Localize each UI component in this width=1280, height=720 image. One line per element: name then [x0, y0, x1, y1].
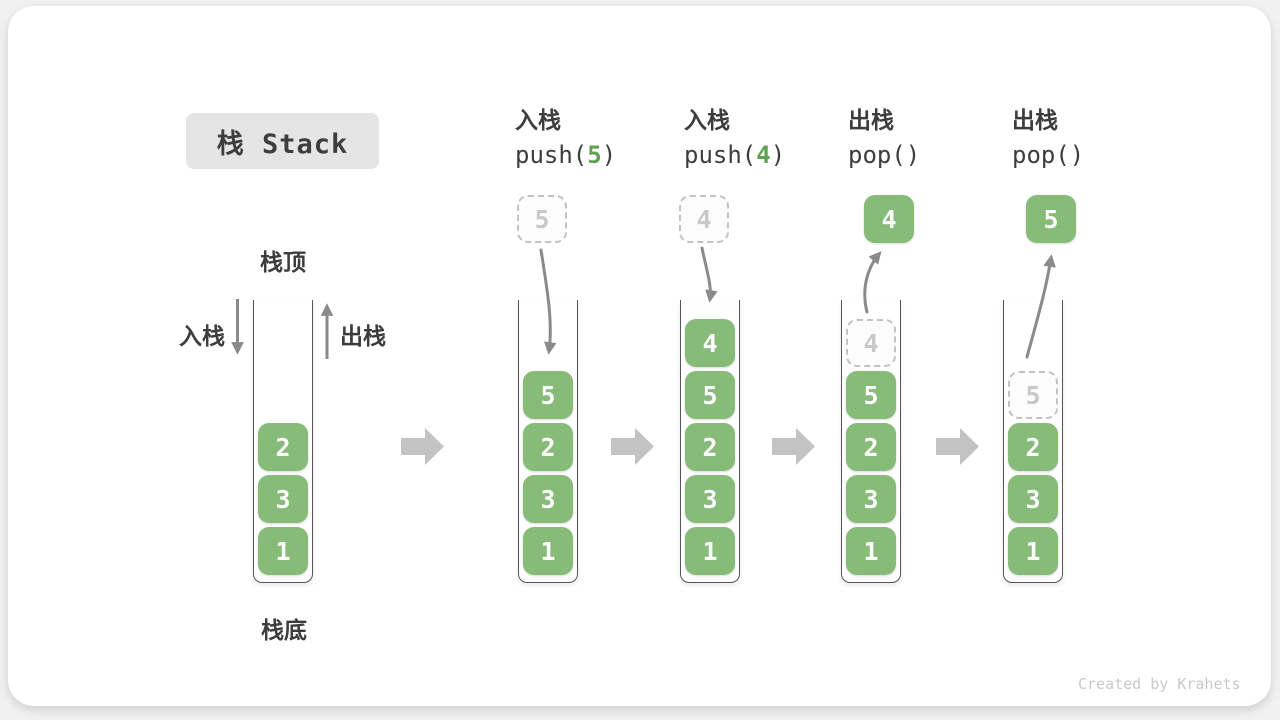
stack-element-1: 1	[685, 527, 735, 575]
operation-label: 出栈	[848, 107, 894, 133]
stack-element-2: 2	[523, 423, 573, 471]
stack-element-2: 2	[258, 423, 308, 471]
operation-code: pop()	[1012, 140, 1084, 170]
operation-code: pop()	[848, 140, 920, 170]
code-arg: 4	[756, 141, 771, 169]
stack-element-5: 5	[523, 371, 573, 419]
popped-element-5: 5	[1026, 195, 1076, 243]
incoming-element-5: 5	[517, 195, 567, 243]
watermark: Created by Krahets	[1078, 675, 1241, 693]
stack-element-2: 2	[685, 423, 735, 471]
stack-element-3: 3	[685, 475, 735, 523]
code-arg: 5	[587, 141, 602, 169]
stack-element-5: 5	[846, 371, 896, 419]
operation-label: 入栈	[684, 107, 730, 133]
column-header-push-4: 入栈 push(4)	[684, 106, 785, 170]
stack-element-3: 3	[1008, 475, 1058, 523]
operation-code: push(5)	[515, 140, 616, 170]
code-pre: pop(	[848, 141, 906, 169]
stack-element-1: 1	[523, 527, 573, 575]
incoming-element-4: 4	[679, 195, 729, 243]
stack-bottom-label: 栈底	[261, 617, 307, 643]
column-header-pop-5: 出栈 pop()	[1012, 106, 1084, 170]
stack-top-label: 栈顶	[260, 249, 306, 275]
stack-element-1: 1	[846, 527, 896, 575]
popped-element-4: 4	[864, 195, 914, 243]
stack-element-1: 1	[258, 527, 308, 575]
stack-element-4: 4	[685, 319, 735, 367]
operation-label: 出栈	[1012, 107, 1058, 133]
code-post: )	[905, 141, 921, 169]
code-pre: pop(	[1012, 141, 1070, 169]
title-badge: 栈 Stack	[186, 113, 379, 169]
operation-label: 入栈	[515, 107, 561, 133]
push-direction-label: 入栈	[179, 323, 225, 349]
title-text: 栈 Stack	[216, 128, 349, 160]
column-header-pop-4: 出栈 pop()	[848, 106, 920, 170]
code-post: )	[770, 141, 786, 169]
code-pre: push(	[515, 141, 588, 169]
code-pre: push(	[684, 141, 757, 169]
code-post: )	[601, 141, 617, 169]
code-post: )	[1069, 141, 1085, 169]
pop-direction-label: 出栈	[340, 323, 386, 349]
stack-element-3: 3	[523, 475, 573, 523]
column-header-push-5: 入栈 push(5)	[515, 106, 616, 170]
ghost-element-4: 4	[846, 319, 896, 367]
stack-element-3: 3	[258, 475, 308, 523]
stack-element-1: 1	[1008, 527, 1058, 575]
ghost-element-5: 5	[1008, 371, 1058, 419]
operation-code: push(4)	[684, 140, 785, 170]
stack-element-3: 3	[846, 475, 896, 523]
stack-element-2: 2	[846, 423, 896, 471]
stack-element-5: 5	[685, 371, 735, 419]
stack-element-2: 2	[1008, 423, 1058, 471]
